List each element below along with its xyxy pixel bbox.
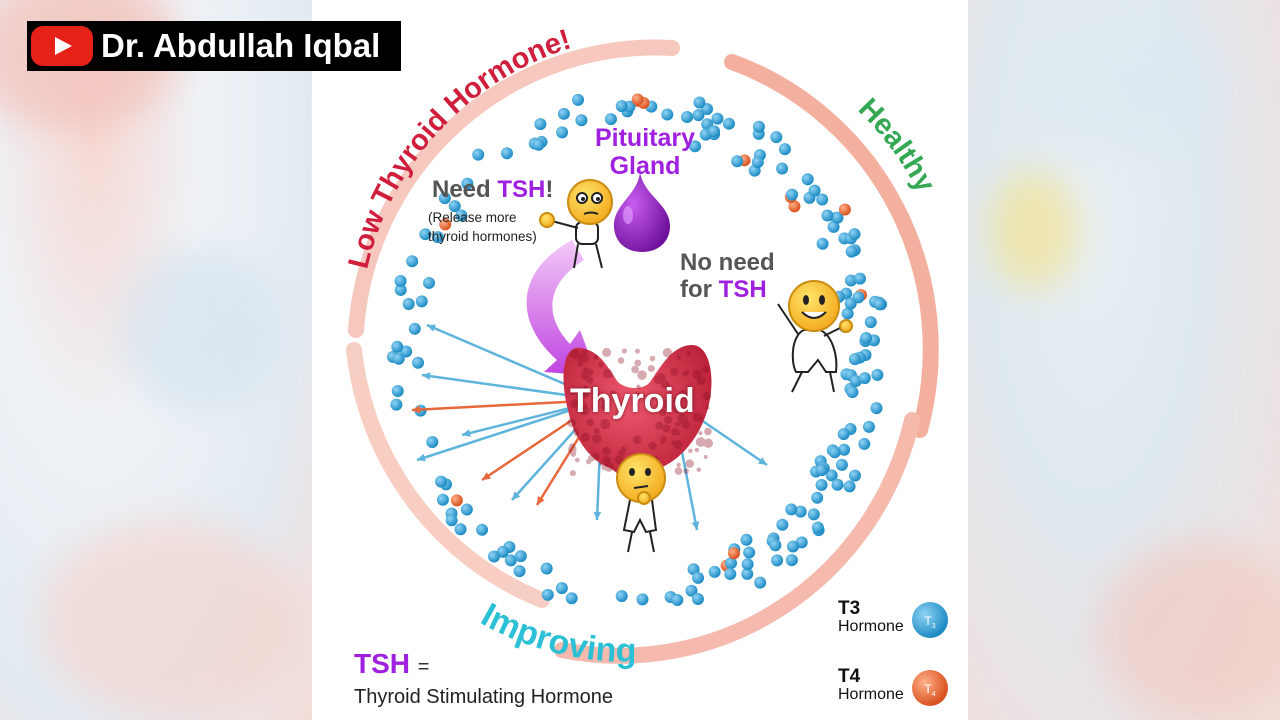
happy-figure xyxy=(777,280,853,393)
pituitary-gland-label: Pituitary Gland xyxy=(594,124,696,180)
pituitary-gland-shape xyxy=(613,172,670,252)
hormone-particles xyxy=(386,93,888,606)
blurred-background-right xyxy=(968,0,1280,720)
tsh-signal-arrow xyxy=(526,240,597,376)
thinking-figure xyxy=(616,453,666,553)
svg-text:T4: T4 xyxy=(924,682,935,698)
blurred-background-left xyxy=(0,0,312,720)
improving-label: Improving xyxy=(475,596,637,670)
healthy-label: Healthy xyxy=(852,92,941,197)
youtube-play-icon xyxy=(31,26,93,66)
questioning-figure xyxy=(539,179,613,269)
channel-badge: Dr. Abdullah Iqbal xyxy=(27,21,401,71)
release-note: (Release more thyroid hormones) xyxy=(428,210,537,244)
channel-name: Dr. Abdullah Iqbal xyxy=(101,27,381,64)
tsh-definition: Thyroid Stimulating Hormone xyxy=(354,686,613,708)
no-need-tsh-label: No need for TSH xyxy=(680,249,775,303)
thyroid-gland-shape xyxy=(563,345,712,484)
tsh-abbreviation: TSH = xyxy=(354,648,430,679)
diagram-graphics: Low Thyroid Hormone! Healthy Improving xyxy=(343,24,948,706)
t3-legend-icon: T3 xyxy=(912,602,948,638)
thyroid-diagram: Low Thyroid Hormone! Healthy Improving xyxy=(312,0,968,720)
thyroid-label: Thyroid xyxy=(570,382,695,420)
need-tsh-label: Need TSH! xyxy=(432,176,554,203)
t4-legend-icon: T4 xyxy=(912,670,948,706)
svg-text:T3: T3 xyxy=(924,614,935,630)
cycle-arcs xyxy=(346,39,939,664)
